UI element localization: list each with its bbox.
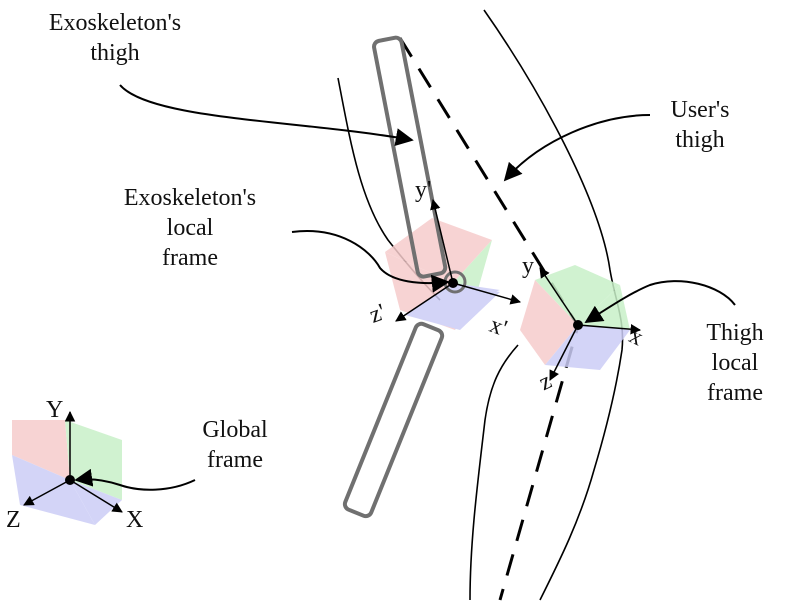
callout-arrow-global-frame <box>74 468 196 491</box>
exo-axis-y-label: y' <box>415 177 432 203</box>
exo-origin-dot <box>448 278 458 288</box>
callout-arrow-user-thigh <box>503 114 651 182</box>
label-exoskeleton-local-frame: Exoskeleton's local frame <box>123 185 257 271</box>
thigh-axis-y-label: y <box>522 253 534 279</box>
exo-shank-bar <box>342 321 445 519</box>
callout-arrow-exo-thigh <box>119 84 414 147</box>
leg-right-contour <box>483 9 624 601</box>
global-axis-x-label: X <box>126 507 144 533</box>
global-axis-y-label: Y <box>46 397 64 423</box>
global-axis-z-label: Z <box>6 507 21 533</box>
label-user-thigh: User's thigh <box>670 97 730 153</box>
global-axis-z <box>23 479 71 506</box>
leg-left-contour-lower <box>469 344 519 601</box>
label-exoskeleton-thigh: Exoskeleton's thigh <box>48 10 182 66</box>
global-frame-cube <box>12 420 122 525</box>
label-global-frame: Global frame <box>202 417 268 473</box>
exo-axis-y <box>430 198 454 284</box>
thigh-origin-dot <box>573 320 583 330</box>
global-origin-dot <box>65 475 75 485</box>
thigh-frame-cube <box>520 265 630 370</box>
thigh-axis-z <box>549 324 579 381</box>
callout-arrow-exo-frame <box>291 230 450 293</box>
exo-axis-x <box>452 282 522 305</box>
thigh-axis-y <box>539 267 579 326</box>
callout-arrow-thigh-frame <box>584 280 736 323</box>
label-thigh-local-frame: Thigh local frame <box>706 320 764 406</box>
thigh-axis-x <box>577 324 642 335</box>
